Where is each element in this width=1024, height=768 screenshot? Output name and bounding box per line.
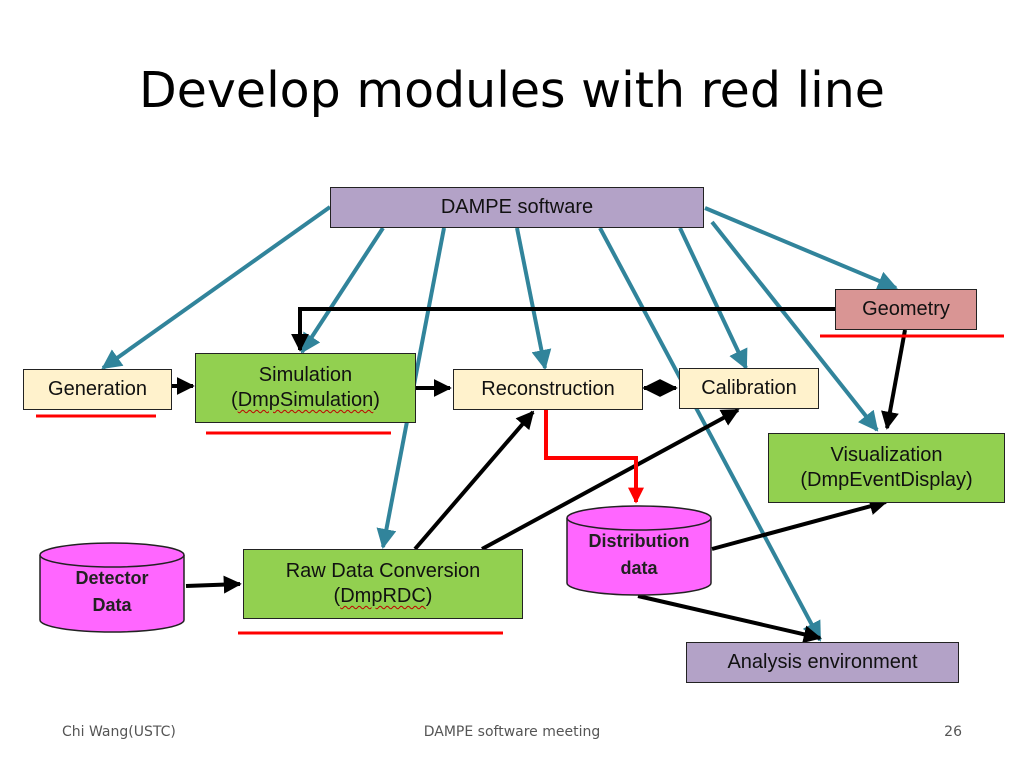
visualization-label-line1: Visualization bbox=[830, 444, 943, 466]
arrow-software-to-generation bbox=[101, 205, 332, 370]
arrow-software-to-analysis bbox=[598, 227, 822, 642]
arrow-software-to-geometry bbox=[704, 206, 898, 291]
generation-label: Generation bbox=[48, 378, 147, 400]
black-arrows bbox=[172, 307, 907, 644]
reconstruction-label: Reconstruction bbox=[481, 378, 615, 400]
simulation-label-line1: Simulation bbox=[258, 364, 353, 386]
arrow-rawdata-to-reconstruction bbox=[413, 410, 535, 551]
arrow-software-to-reconstruction bbox=[515, 227, 552, 370]
geometry-label: Geometry bbox=[862, 298, 950, 320]
raw-data-conversion-label-line2: (DmpRDC) bbox=[333, 585, 433, 607]
visualization-label-line2: (DmpEventDisplay) bbox=[800, 469, 973, 491]
visualization-module-name: DmpEventDisplay bbox=[807, 469, 966, 491]
detector-data-label: Detector Data bbox=[75, 568, 149, 615]
calibration-box: Calibration bbox=[679, 368, 819, 409]
visualization-box: Visualization (DmpEventDisplay) bbox=[768, 433, 1005, 503]
analysis-environment-box: Analysis environment bbox=[686, 642, 959, 683]
footer-page-number: 26 bbox=[944, 724, 962, 740]
distribution-data-cylinder bbox=[566, 505, 712, 596]
footer-event: DAMPE software meeting bbox=[423, 724, 601, 740]
dampe-software-label: DAMPE software bbox=[440, 196, 594, 218]
rdc-module-name: DmpRDC bbox=[340, 585, 426, 607]
dampe-software-box: DAMPE software bbox=[330, 187, 704, 228]
raw-data-conversion-label-line1: Raw Data Conversion bbox=[285, 560, 481, 582]
arrow-geometry-to-simulation bbox=[291, 307, 835, 352]
slide-title: Develop modules with red line bbox=[139, 62, 885, 119]
analysis-environment-label: Analysis environment bbox=[727, 651, 918, 673]
simulation-box: Simulation (DmpSimulation) bbox=[195, 353, 416, 423]
detector-data-cylinder bbox=[39, 542, 185, 633]
arrow-reconstruction-to-distribution bbox=[544, 410, 644, 504]
calibration-label: Calibration bbox=[701, 377, 797, 399]
generation-box: Generation bbox=[23, 369, 172, 410]
arrow-software-to-visualization bbox=[710, 220, 879, 432]
geometry-box: Geometry bbox=[835, 289, 977, 330]
distribution-data-label: Distribution data bbox=[588, 531, 690, 578]
arrow-distribution-to-analysis bbox=[637, 594, 822, 644]
arrow-distribution-to-visualization bbox=[711, 497, 888, 551]
arrow-rawdata-to-calibration bbox=[481, 408, 740, 551]
reconstruction-box: Reconstruction bbox=[453, 369, 643, 410]
simulation-label-line2: (DmpSimulation) bbox=[231, 389, 380, 411]
arrow-software-to-calibration bbox=[678, 227, 748, 370]
red-underlines bbox=[36, 334, 1004, 635]
arrow-software-to-simulation bbox=[300, 226, 385, 354]
arrow-geometry-to-visualization bbox=[881, 329, 907, 430]
arrow-detector-to-rawdata bbox=[185, 575, 242, 594]
footer-author: Chi Wang(USTC) bbox=[62, 724, 176, 740]
raw-data-conversion-box: Raw Data Conversion (DmpRDC) bbox=[243, 549, 523, 619]
simulation-module-name: DmpSimulation bbox=[237, 389, 374, 411]
